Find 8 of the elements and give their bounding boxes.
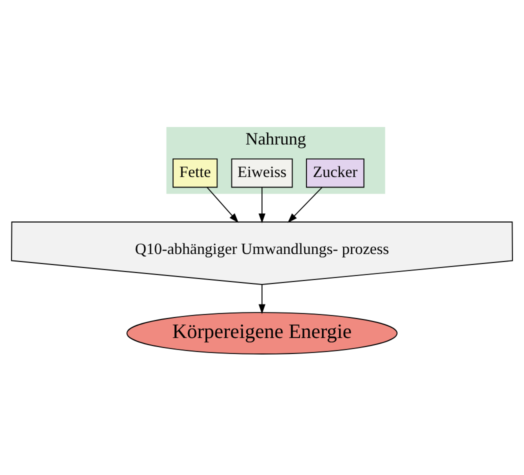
node-ellipse: Körpereigene Energie [126, 312, 398, 354]
node-box: Fette [172, 158, 218, 188]
arrow [206, 186, 239, 223]
arrow [258, 284, 266, 314]
node-box: Zucker [306, 158, 364, 188]
arrow [258, 186, 266, 224]
node-box: Eiweiss [231, 158, 293, 188]
arrow [288, 186, 323, 223]
